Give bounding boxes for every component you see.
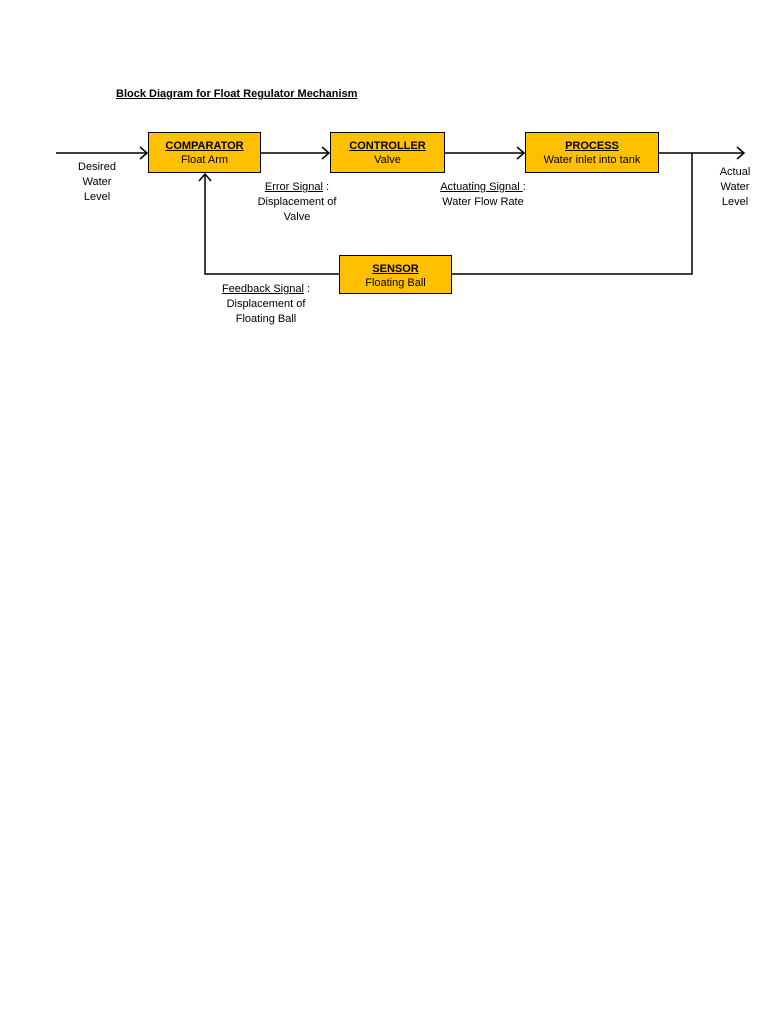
actuating-signal-line2: Water Flow Rate bbox=[442, 196, 524, 208]
actuating-signal-name: Actuating Signal bbox=[440, 181, 523, 193]
controller-block: CONTROLLER Valve bbox=[330, 132, 445, 173]
process-desc: Water inlet into tank bbox=[543, 154, 641, 166]
controller-name: CONTROLLER bbox=[349, 140, 426, 152]
error-signal-name: Error Signal bbox=[264, 181, 323, 193]
comparator-desc: Float Arm bbox=[180, 154, 229, 166]
error-signal-label: Error Signal : Displacement of Valve bbox=[245, 180, 349, 225]
feedback-signal-name: Feedback Signal bbox=[221, 283, 304, 295]
sensor-desc: Floating Ball bbox=[365, 277, 426, 289]
input-label-line2: Water bbox=[82, 176, 112, 188]
actuating-signal-arrowhead bbox=[516, 146, 526, 160]
sensor-name: SENSOR bbox=[372, 263, 419, 275]
comparator-block: COMPARATOR Float Arm bbox=[148, 132, 261, 173]
process-block: PROCESS Water inlet into tank bbox=[525, 132, 659, 173]
process-name: PROCESS bbox=[565, 140, 619, 152]
output-label-line3: Level bbox=[721, 196, 749, 208]
error-signal-line3: Valve bbox=[283, 211, 311, 223]
error-signal-sep: : bbox=[322, 181, 330, 193]
output-arrowhead bbox=[736, 146, 746, 160]
input-label: Desired Water Level bbox=[67, 160, 127, 205]
input-arrowhead bbox=[139, 146, 149, 160]
output-label-line2: Water bbox=[720, 181, 750, 193]
feedback-path-right bbox=[452, 153, 693, 275]
feedback-path-left bbox=[204, 174, 339, 275]
error-signal-arrowhead bbox=[321, 146, 331, 160]
input-label-line1: Desired bbox=[78, 161, 116, 173]
comparator-name: COMPARATOR bbox=[165, 140, 244, 152]
actuating-signal-sep: : bbox=[522, 181, 526, 193]
diagram-title: Block Diagram for Float Regulator Mechan… bbox=[116, 88, 358, 100]
error-signal-line2: Displacement of bbox=[257, 196, 337, 208]
feedback-arrowhead bbox=[198, 172, 212, 182]
controller-desc: Valve bbox=[374, 154, 401, 166]
output-label-line1: Actual bbox=[719, 166, 751, 178]
feedback-signal-line2: Displacement of bbox=[226, 298, 306, 310]
input-label-line3: Level bbox=[83, 191, 111, 203]
feedback-signal-label: Feedback Signal : Displacement of Floati… bbox=[211, 282, 321, 327]
actuating-signal-label: Actuating Signal : Water Flow Rate bbox=[428, 180, 538, 210]
feedback-signal-sep: : bbox=[303, 283, 311, 295]
feedback-signal-line3: Floating Ball bbox=[235, 313, 297, 325]
output-label: Actual Water Level bbox=[710, 165, 760, 210]
sensor-block: SENSOR Floating Ball bbox=[339, 255, 452, 294]
